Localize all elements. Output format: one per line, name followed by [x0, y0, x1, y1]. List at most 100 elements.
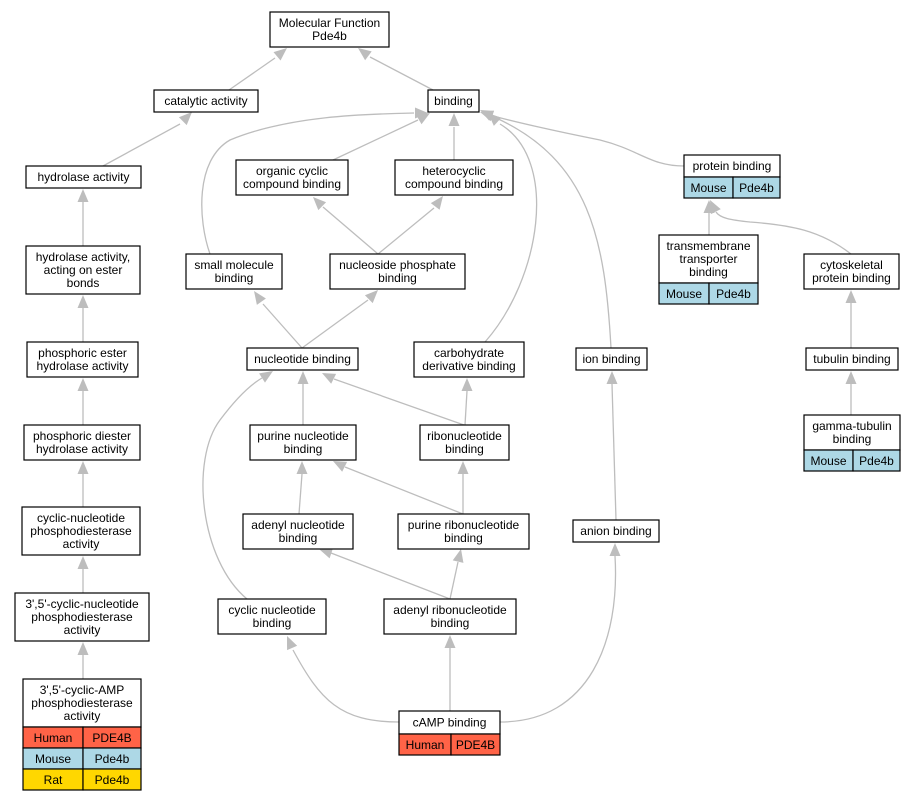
go-term-tubulin-binding[interactable]: tubulin binding	[805, 347, 899, 371]
arrowhead-nucleotide_binding-to-small_molecule	[254, 291, 266, 305]
edge-carbohydrate-to-binding	[484, 123, 538, 343]
arrowhead-hydrolase_activity-to-catalytic_activity	[178, 112, 192, 126]
arrowhead-camp_binding-to-anion_binding	[609, 543, 621, 556]
term-label-line: phosphodiesterase	[31, 610, 133, 624]
go-term-nucleotide-binding[interactable]: nucleotide binding	[246, 347, 359, 371]
term-label-line: protein binding	[693, 159, 772, 173]
go-term-catalytic-activity[interactable]: catalytic activity	[153, 89, 259, 113]
term-label-line: purine nucleotide	[257, 429, 349, 443]
arrowhead-heterocyclic-to-binding	[448, 113, 460, 126]
species-org-label: Mouse	[35, 752, 71, 766]
term-box	[397, 513, 530, 550]
graph-edges	[77, 48, 857, 723]
term-box	[242, 513, 354, 550]
term-box	[329, 253, 466, 290]
term-label-line: binding	[284, 442, 323, 456]
species-gene-label: Pde4b	[739, 181, 774, 195]
arrowhead-cyclic_nucleotide_pde-to-phosphoric_diester	[77, 461, 89, 474]
species-gene-label: Pde4b	[95, 773, 130, 787]
term-box	[185, 253, 283, 290]
arrowhead-cyclic_nucleotide_binding-to-nucleotide_binding	[259, 371, 273, 383]
edge-cytoskeletal-to-protein_binding	[715, 211, 852, 255]
term-label-line: phosphoric diester	[33, 429, 131, 443]
edge-nucleoside_phosphate-to-organic_cyclic	[322, 206, 379, 255]
edge-cyclic_nucleotide_binding-to-nucleotide_binding	[202, 377, 263, 600]
edge-catalytic_activity-to-molecular_function	[228, 57, 276, 91]
term-label-line: protein binding	[812, 271, 891, 285]
edge-adenyl_ribonucleotide-to-adenyl_nucleotide	[330, 552, 451, 600]
arrowhead-camp_pde-to-pde_3_5	[77, 642, 89, 655]
go-term-binding[interactable]: binding	[427, 89, 480, 113]
go-term-camp-pde[interactable]: 3',5'-cyclic-AMPphosphodiesteraseactivit…	[22, 678, 142, 791]
term-label-line: acting on ester	[44, 263, 123, 277]
term-label-line: binding	[689, 265, 728, 279]
term-label-line: compound binding	[243, 177, 341, 191]
term-label-line: activity	[64, 709, 101, 723]
arrowhead-anion_binding-to-ion_binding	[606, 371, 618, 384]
term-box	[419, 424, 510, 461]
go-term-cyclic-nucleotide-pde[interactable]: cyclic-nucleotidephosphodiesteraseactivi…	[21, 506, 141, 556]
go-term-anion-binding[interactable]: anion binding	[572, 519, 660, 543]
arrowhead-purine_ribonucleotide-to-purine_nucleotide	[333, 461, 348, 472]
term-box	[217, 598, 327, 635]
edge-small_molecule-to-binding	[201, 112, 415, 255]
term-label-line: cyclic-nucleotide	[37, 511, 125, 525]
term-label-line: cyclic nucleotide	[228, 603, 316, 617]
term-label-line: binding	[444, 531, 483, 545]
term-label-line: 3',5'-cyclic-nucleotide	[25, 597, 139, 611]
species-gene-cell	[852, 449, 901, 472]
edge-binding-to-molecular_function	[369, 56, 434, 91]
go-term-hydrolase-activity[interactable]: hydrolase activity	[25, 165, 142, 189]
term-box	[25, 245, 141, 295]
term-label-line: adenyl ribonucleotide	[393, 603, 507, 617]
edge-adenyl_nucleotide-to-purine_nucleotide	[298, 473, 303, 515]
species-org-label: Human	[34, 731, 73, 745]
term-label-line: binding	[215, 271, 254, 285]
term-label-line: organic cyclic	[256, 164, 328, 178]
term-label-line: phosphodiesterase	[30, 524, 132, 538]
term-label-line: transporter	[679, 252, 737, 266]
go-term-ion-binding[interactable]: ion binding	[575, 347, 648, 371]
arrowhead-cytoskeletal-to-protein_binding	[710, 200, 721, 215]
term-label-line: hydrolase activity	[36, 359, 128, 373]
go-term-pde-3-5[interactable]: 3',5'-cyclic-nucleotidephosphodiesterase…	[14, 592, 150, 642]
term-label-line: activity	[63, 537, 100, 551]
arrowhead-purine_ribonucleotide-to-ribonucleotide	[457, 461, 469, 474]
term-label-line: nucleoside phosphate	[339, 258, 456, 272]
term-label-line: purine ribonucleotide	[408, 518, 520, 532]
term-box	[803, 414, 901, 451]
term-box	[427, 89, 480, 113]
term-label-line: cAMP binding	[413, 716, 487, 730]
term-box	[21, 506, 141, 556]
term-label-line: binding	[434, 94, 473, 108]
term-box	[153, 89, 259, 113]
term-box	[572, 519, 660, 543]
term-label-line: carbohydrate	[434, 346, 504, 360]
term-box	[23, 424, 141, 461]
term-label-line: transmembrane	[666, 239, 750, 253]
arrowhead-catalytic_activity-to-molecular_function	[273, 48, 287, 61]
term-label-line: binding	[378, 271, 417, 285]
